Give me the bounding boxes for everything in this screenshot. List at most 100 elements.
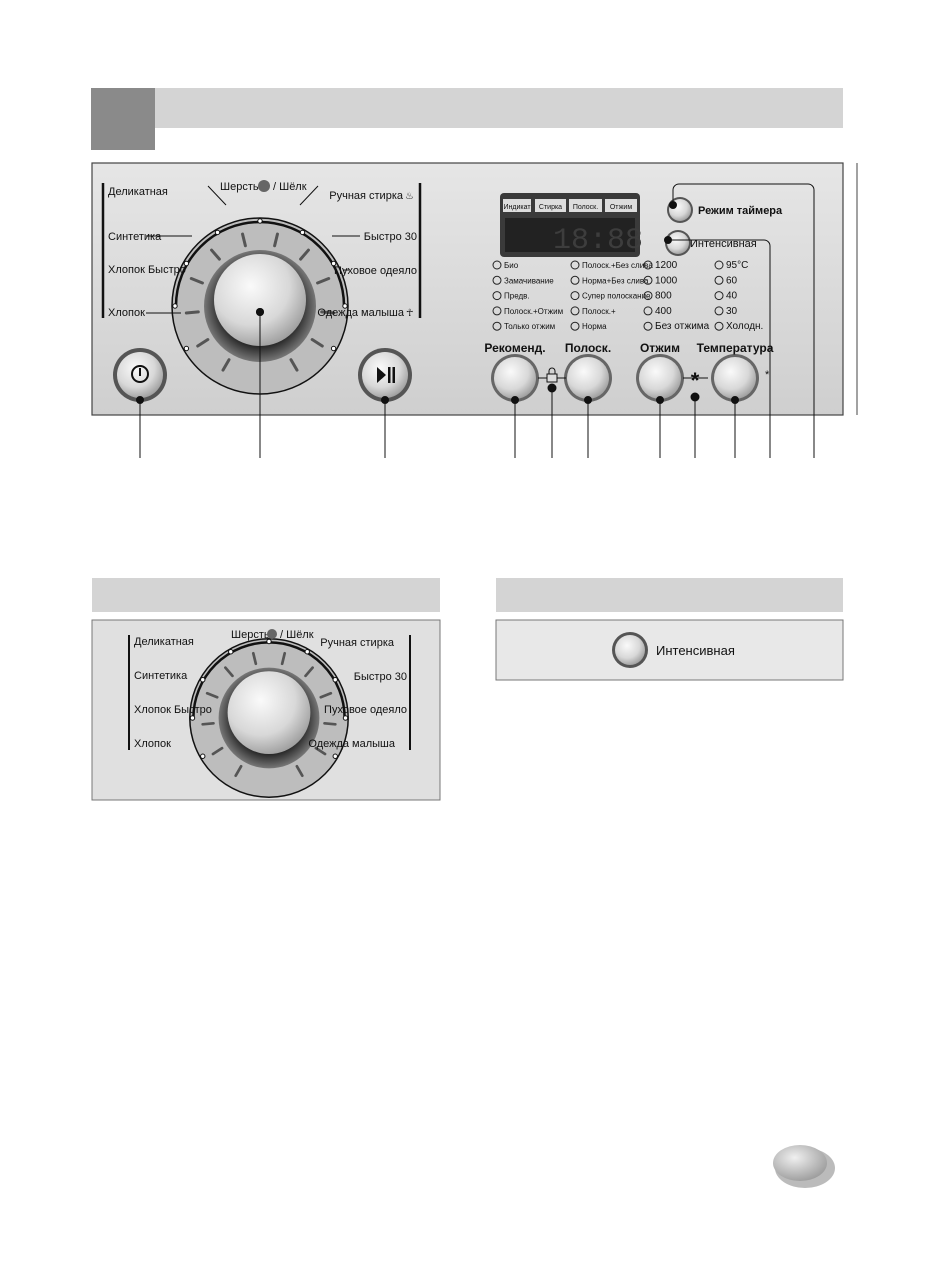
option-led (643, 306, 653, 316)
intensive-button-detail (612, 632, 648, 668)
lcd-display: Индикат Стирка Полоск. Отжим 18:88 (500, 193, 643, 258)
option-label: Предв. (504, 292, 530, 301)
program-quick-30: Быстро 30 (354, 671, 407, 683)
program-wool: Шерсть (220, 181, 259, 193)
option-label: 1200 (655, 260, 678, 271)
program-baby-clothes: Одежда малыша (317, 307, 405, 319)
button-label: Температура (697, 341, 774, 355)
option-label: 40 (726, 291, 738, 302)
program-synthetic: Синтетика (134, 670, 188, 682)
intensive-button[interactable] (665, 230, 691, 256)
program-wool: Шерсть (231, 629, 270, 641)
button-label: Полоск. (565, 341, 611, 355)
section-number-box (91, 88, 155, 150)
program-hand-wash: Ручная стирка (329, 190, 404, 202)
option-label: 800 (655, 291, 672, 302)
baby-clothes-icon: ☥ (406, 308, 413, 319)
option-led (570, 291, 580, 301)
option-led (492, 291, 502, 301)
option-led (492, 306, 502, 316)
intensive-label: Интенсивная (690, 238, 757, 250)
option-label: Полоск.+Отжим (504, 307, 563, 316)
option-led (492, 321, 502, 331)
program-dial-detail (189, 638, 349, 798)
stage-indicator (569, 199, 602, 212)
time-readout: 18:88 (553, 224, 643, 258)
intensive-box (495, 619, 844, 681)
program-dial[interactable] (171, 217, 349, 395)
option-label: Замачивание (504, 276, 554, 285)
wool-icon (267, 629, 277, 639)
dial-section-header (92, 578, 440, 612)
program-delicate: Деликатная (134, 636, 194, 648)
recommend-button[interactable] (491, 354, 539, 402)
option-led (492, 275, 502, 285)
stage-label: Индикат (503, 204, 531, 211)
stage-indicator (605, 199, 637, 212)
option-label: 1000 (655, 275, 678, 286)
section-header-bar (155, 88, 843, 128)
stage-indicator (535, 199, 566, 212)
program-quick-30: Быстро 30 (364, 231, 417, 243)
program-cotton: Хлопок (108, 307, 145, 319)
play-pause-icon (377, 367, 395, 383)
program-hand-wash: Ручная стирка (320, 637, 395, 649)
option-label: Био (504, 261, 519, 270)
timer-button[interactable] (667, 197, 693, 223)
stage-label: Полоск. (573, 204, 598, 211)
option-led (714, 306, 724, 316)
option-led (714, 275, 724, 285)
start-pause-button[interactable] (358, 348, 412, 402)
option-led (643, 321, 653, 331)
child-lock-icon (538, 367, 566, 383)
hand-wash-icon: ♨ (405, 191, 414, 202)
stage-label: Стирка (539, 204, 562, 211)
stage-label: Отжим (610, 204, 632, 211)
option-label: Только отжим (504, 322, 555, 331)
rinse-button[interactable] (564, 354, 612, 402)
program-cotton: Хлопок (134, 738, 171, 750)
option-label: Холодн. (726, 321, 763, 332)
option-label: 60 (726, 275, 738, 286)
option-led (570, 275, 580, 285)
program-cotton-quick: Хлопок Быстро (134, 704, 212, 716)
option-led (714, 321, 724, 331)
option-label: Полоск.+Без слива (582, 261, 653, 270)
option-label: 95°C (726, 260, 748, 271)
button-label: Отжим (640, 341, 680, 355)
intensive-label-detail: Интенсивная (656, 643, 735, 658)
button-label: Рекоменд. (484, 341, 545, 355)
program-duvet: Пуховое одеяло (334, 265, 417, 277)
option-label: Норма (582, 322, 607, 331)
power-button[interactable] (113, 348, 167, 402)
option-led (570, 260, 580, 270)
option-led (570, 321, 580, 331)
page-number-oval (773, 1145, 827, 1181)
spin-button[interactable] (636, 354, 684, 402)
program-silk: / Шёлк (280, 629, 314, 641)
option-led (570, 306, 580, 316)
option-label: 400 (655, 306, 672, 317)
option-led (714, 260, 724, 270)
power-icon (131, 365, 149, 383)
asterisk-icon: * (691, 368, 700, 393)
program-duvet: Пуховое одеяло (324, 704, 407, 716)
program-cotton-quick: Хлопок Быстро (108, 264, 186, 276)
intensive-section-header (496, 578, 843, 612)
wool-icon (258, 180, 270, 192)
option-led (643, 291, 653, 301)
option-led (714, 291, 724, 301)
program-synthetic: Синтетика (108, 231, 162, 243)
option-label: Супер полоскание (582, 292, 651, 301)
option-led (492, 260, 502, 270)
timer-label: Режим таймера (698, 205, 783, 217)
option-label: 30 (726, 306, 738, 317)
program-delicate: Деликатная (108, 186, 168, 198)
option-label: Норма+Без слива (582, 276, 649, 285)
option-led (643, 260, 653, 270)
stage-indicator (503, 199, 531, 212)
temperature-mark: * (765, 369, 770, 381)
temperature-button[interactable] (711, 354, 759, 402)
